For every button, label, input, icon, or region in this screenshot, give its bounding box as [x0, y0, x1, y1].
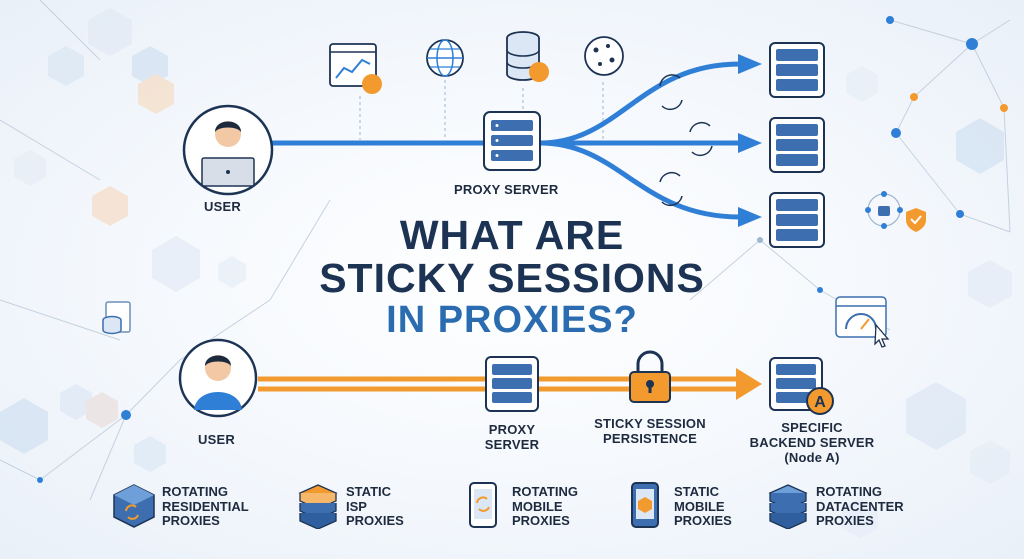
bottom-user-avatar: [178, 338, 258, 418]
backend-label-line3: (Node A): [784, 450, 840, 465]
rotate-icons: [659, 74, 713, 207]
node-badge-letter: A: [814, 394, 826, 411]
mobile-static-icon: [631, 482, 659, 528]
top-proxy-label: PROXY SERVER: [454, 182, 559, 197]
datacenter-stack-icon: [768, 484, 808, 529]
backend-label-line2: BACKEND SERVER: [749, 435, 875, 450]
bottom-proxy-label-line2: SERVER: [484, 437, 540, 452]
bottom-proxy-label: PROXY SERVER: [472, 422, 552, 452]
network-shield-icon: [865, 191, 926, 232]
branch-lines: [539, 61, 741, 220]
stack-icon: [298, 484, 338, 529]
top-user-label: USER: [204, 199, 241, 214]
cookie-icon: [584, 36, 624, 76]
globe-icon: [426, 39, 464, 77]
node-badge: [806, 387, 834, 415]
lock-icon: [629, 350, 671, 403]
top-user-avatar: [182, 104, 274, 196]
top-backend-servers: [769, 42, 825, 248]
specific-backend-label: SPECIFIC BACKEND SERVER (Node A): [742, 420, 882, 465]
analytics-icon: [329, 43, 382, 94]
title-line-2: STICKY SESSIONS: [319, 255, 705, 301]
bottom-proxy-server: [485, 356, 539, 412]
sticky-session-label-line2: PERSISTENCE: [603, 431, 697, 446]
database-icon: [506, 31, 549, 82]
top-proxy-server: [483, 111, 541, 171]
branch-arrowheads: [738, 54, 762, 227]
title-line-3: IN PROXIES?: [386, 299, 638, 341]
title-line-1: WHAT ARE: [399, 212, 625, 258]
bottom-user-label: USER: [198, 432, 235, 447]
bottom-backend-server: A: [769, 357, 834, 415]
backend-label-line1: SPECIFIC: [781, 420, 843, 435]
mobile-rotate-icon: [469, 482, 497, 528]
file-database-icon: [102, 301, 131, 335]
bottom-proxy-label-line1: PROXY: [488, 422, 536, 437]
sticky-session-label: STICKY SESSION PERSISTENCE: [580, 416, 720, 446]
speed-gauge-icon: [835, 296, 890, 348]
cube-rotate-icon: [113, 484, 155, 528]
sticky-session-label-line1: STICKY SESSION: [594, 416, 706, 431]
